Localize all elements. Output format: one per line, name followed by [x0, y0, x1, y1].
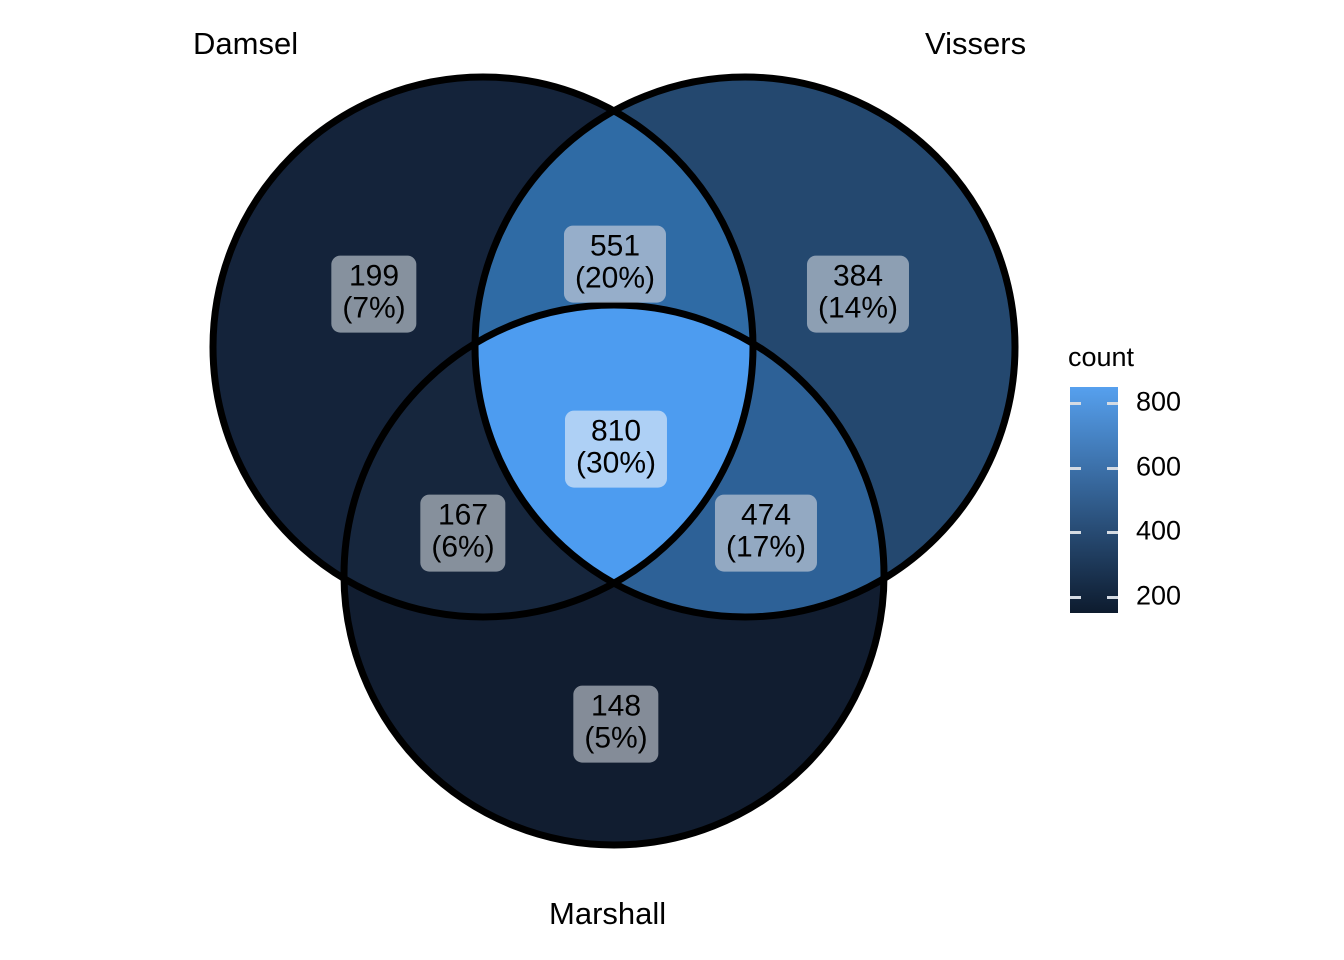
region-label-damsel-vissers: 551 (20%): [563, 225, 667, 303]
legend-title: count: [1068, 342, 1135, 372]
region-label-vissers-marshall: 474 (17%): [714, 494, 818, 572]
legend-tick-mark: [1107, 467, 1118, 470]
legend-colorbar-wrap: 800 600 400 200: [1070, 387, 1181, 613]
region-percent-marshall-only: (5%): [584, 722, 648, 755]
circle-outline-marshall: [340, 301, 888, 849]
region-percent-vissers-only: (14%): [817, 292, 899, 325]
region-count-vissers-marshall: 474: [740, 498, 792, 532]
region-count-marshall-only: 148: [590, 689, 642, 723]
region-count-damsel-vissers: 551: [589, 229, 641, 263]
legend-tick-mark: [1070, 531, 1081, 534]
legend-tick-mark: [1107, 531, 1118, 534]
set-label-marshall: Marshall: [549, 896, 667, 931]
legend-tick-label: 400: [1136, 515, 1182, 546]
region-percent-vissers-marshall: (17%): [725, 531, 807, 564]
region-count-damsel-only: 199: [348, 259, 400, 293]
legend-tick-mark: [1070, 596, 1081, 599]
legend-tick-label: 200: [1136, 580, 1182, 611]
region-percent-all-three: (30%): [575, 447, 657, 480]
legend-count: count 800 600 400 200: [1063, 340, 1263, 640]
legend-tick-mark: [1070, 467, 1081, 470]
set-label-vissers: Vissers: [925, 26, 1027, 61]
region-label-vissers-only: 384 (14%): [806, 255, 910, 333]
legend-colorbar-gradient: [1070, 387, 1118, 613]
legend-tick-mark: [1107, 402, 1118, 405]
set-label-damsel: Damsel: [193, 26, 299, 61]
legend-tick-mark: [1070, 402, 1081, 405]
region-label-all-three: 810 (30%): [564, 410, 668, 488]
venn-plot-panel: Damsel Vissers Marshall 199 (7%) 551 (20…: [193, 26, 1027, 931]
legend-tick-mark: [1107, 596, 1118, 599]
venn-circles-svg: [209, 73, 1019, 849]
legend-tick-label: 600: [1136, 451, 1182, 482]
region-count-vissers-only: 384: [832, 259, 884, 293]
region-count-all-three: 810: [590, 414, 642, 448]
region-percent-damsel-marshall: (6%): [431, 531, 495, 564]
legend-tick-label: 800: [1136, 386, 1182, 417]
region-label-damsel-marshall: 167 (6%): [420, 494, 506, 572]
region-percent-damsel-vissers: (20%): [574, 262, 656, 295]
region-label-marshall-only: 148 (5%): [573, 685, 659, 763]
region-label-damsel-only: 199 (7%): [331, 255, 417, 333]
region-percent-damsel-only: (7%): [342, 292, 406, 325]
region-count-damsel-marshall: 167: [437, 498, 489, 532]
